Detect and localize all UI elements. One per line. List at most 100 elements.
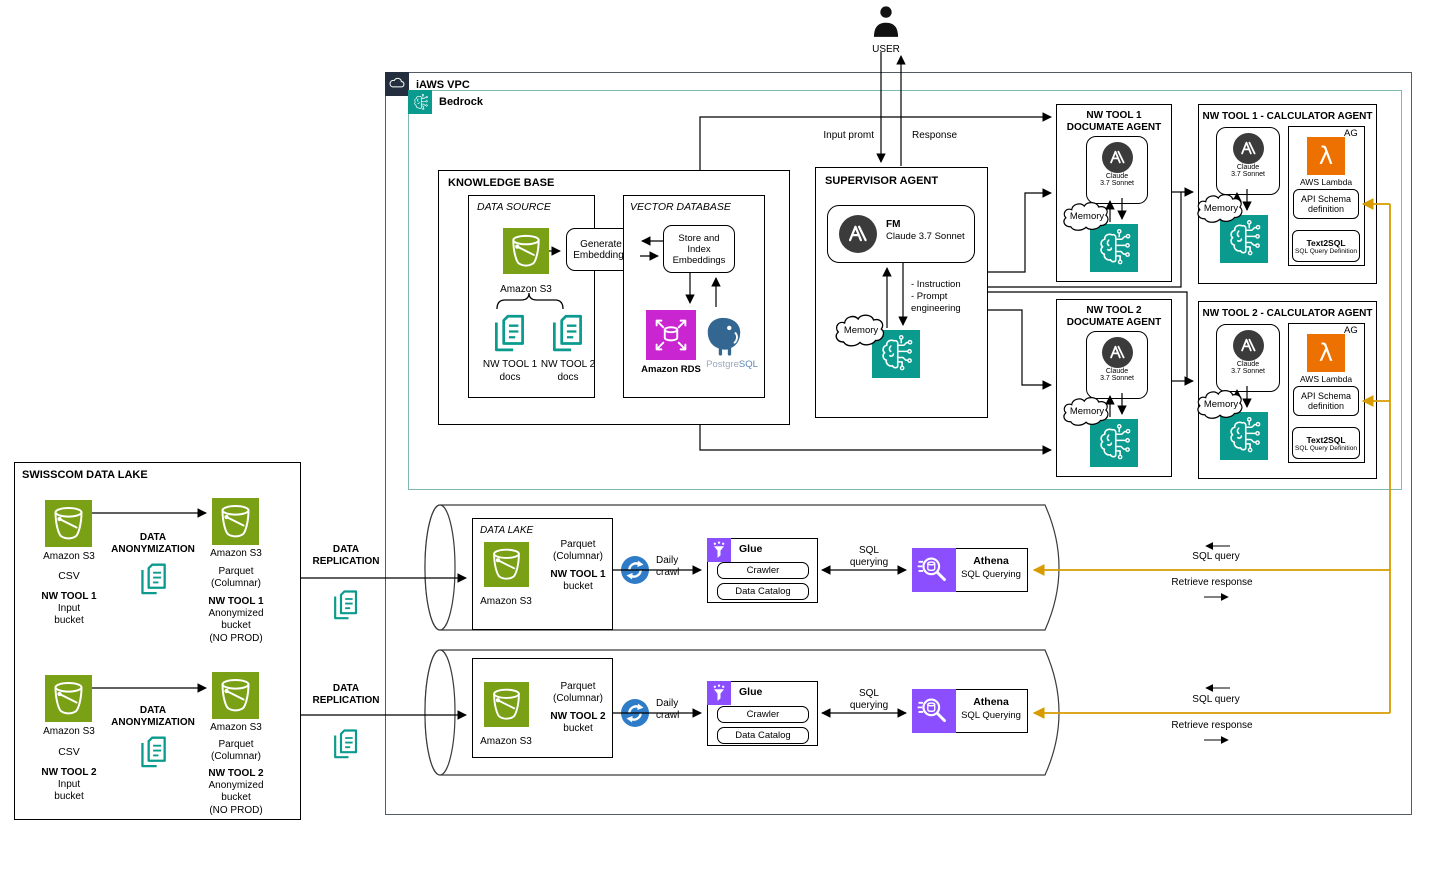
api-schema-line1: API Schema [1300, 194, 1352, 204]
bucket-name-label: NW TOOL 1 [208, 596, 264, 607]
glue-title: Glue [739, 543, 763, 555]
anthropic-logo-icon [1101, 142, 1133, 173]
daily-crawl-label: Daily [656, 555, 679, 566]
store-index-line2: Index [687, 243, 711, 255]
claude-chip: Claude 3.7 Sonnet [1086, 136, 1148, 204]
postgresql-icon [703, 314, 745, 358]
memory-cloud: Memory [1060, 198, 1114, 234]
aws-cloud-icon [385, 72, 409, 96]
bucket-sub-label: Anonymized [208, 608, 264, 619]
api-schema-line2: definition [1307, 401, 1345, 411]
bucket-sub-label: bucket [563, 581, 593, 592]
documate2-title-line2: DOCUMATE AGENT [1066, 317, 1162, 328]
bucket-sub-label: bucket [54, 791, 84, 802]
sql-querying-label: SQL [858, 545, 879, 556]
bucket-sub-label: bucket [54, 615, 84, 626]
data-catalog-label: Data Catalog [735, 730, 791, 741]
memory-label: Memory [1203, 398, 1239, 410]
bedrock-box [408, 90, 1402, 490]
daily-crawl-label: crawl [656, 710, 680, 721]
instruction-line1: - Instruction [911, 279, 961, 290]
text2sql-box: Text2SQL SQL Query Definition [1292, 427, 1360, 459]
memory-label: Memory [843, 324, 879, 336]
data-source-title: DATA SOURCE [477, 201, 551, 213]
retrieve-response-label: Retrieve response [1171, 577, 1253, 588]
swisscom-title: SWISSCOM DATA LAKE [22, 469, 148, 481]
claude-label: Claude [1105, 368, 1129, 375]
input-prompt-label: Input promt [823, 130, 874, 141]
fm-label: FM [886, 219, 901, 230]
no-prod-label: (NO PROD) [209, 633, 263, 644]
claude-version-label: 3.7 Sonnet [1100, 180, 1134, 187]
postgresql-label-a: Postgre [706, 359, 739, 370]
columnar-label: (Columnar) [552, 693, 603, 704]
data-replication-label: DATA [332, 544, 360, 555]
bucket-sub-label: bucket [563, 723, 593, 734]
documents-icon [138, 560, 170, 596]
bucket-sub-label: bucket [221, 792, 251, 803]
vpc-title: iAWS VPC [416, 79, 470, 91]
daily-crawl-label: crawl [656, 567, 680, 578]
memory-label: Memory [1069, 405, 1105, 417]
retrieve-response-label: Retrieve response [1171, 720, 1253, 731]
csv-label: CSV [58, 570, 80, 582]
glue-icon [707, 538, 731, 562]
sync-icon [621, 556, 649, 584]
documate1-title-line2: DOCUMATE AGENT [1066, 122, 1162, 133]
data-catalog-item: Data Catalog [717, 583, 809, 600]
s3-bucket-icon [212, 672, 259, 719]
bucket-name-label: NW TOOL 1 [550, 569, 606, 580]
memory-cloud: Memory [1194, 190, 1248, 226]
claude-chip: Claude 3.7 Sonnet [1216, 324, 1280, 392]
bucket-name-label: NW TOOL 2 [208, 768, 264, 779]
glue-icon [707, 681, 731, 705]
claude-label: Claude [1105, 173, 1129, 180]
columnar-label: (Columnar) [210, 578, 261, 589]
sql-querying-label: querying [849, 557, 889, 568]
store-index-embeddings-box: Store and Index Embeddings [663, 225, 735, 273]
aws-lambda-icon: λ [1307, 334, 1345, 372]
crawler-item: Crawler [717, 706, 809, 723]
supervisor-model-label: Claude 3.7 Sonnet [886, 231, 965, 242]
s3-label: Amazon S3 [210, 722, 262, 733]
user-label: USER [872, 44, 900, 55]
crawler-label: Crawler [746, 565, 780, 576]
docs1-label: NW TOOL 1 [482, 359, 538, 370]
parquet-label: Parquet [218, 739, 254, 750]
generate-embeddings-line1: Generate [580, 238, 622, 250]
calculator2-title: NW TOOL 2 - CALCULATOR AGENT [1202, 308, 1373, 319]
s3-label: Amazon S3 [210, 548, 262, 559]
docs2-label: NW TOOL 2 [540, 359, 596, 370]
svg-text:λ: λ [1319, 142, 1333, 170]
data-anonymization-label: ANONYMIZATION [111, 717, 195, 728]
aws-lambda-icon: λ [1307, 137, 1345, 175]
bucket-sub-label: Input [57, 779, 81, 790]
s3-bucket-icon [212, 498, 259, 545]
api-schema-line2: definition [1307, 204, 1345, 214]
vector-database-title: VECTOR DATABASE [630, 201, 731, 213]
bucket-name-label: NW TOOL 1 [41, 591, 97, 602]
anthropic-logo-icon [839, 215, 877, 253]
columnar-label: (Columnar) [552, 551, 603, 562]
documate2-title-line1: NW TOOL 2 [1086, 305, 1142, 316]
crawler-label: Crawler [746, 709, 780, 720]
crawler-item: Crawler [717, 562, 809, 579]
knowledge-base-title: KNOWLEDGE BASE [448, 177, 555, 189]
postgresql-label: PostgreSQL [696, 359, 768, 370]
anthropic-logo-icon [1232, 133, 1264, 164]
claude-chip: Claude 3.7 Sonnet [1216, 127, 1280, 195]
documents-icon [331, 587, 361, 621]
bedrock-title: Bedrock [439, 96, 484, 108]
instruction-line3: engineering [911, 303, 961, 314]
memory-label: Memory [1203, 202, 1239, 214]
aws-lambda-label: AWS Lambda [1299, 374, 1353, 384]
vpc-box [385, 72, 1412, 815]
bucket-sub-label: Anonymized [208, 780, 264, 791]
s3-bucket-icon [484, 542, 529, 587]
anthropic-logo-icon [1232, 330, 1264, 361]
bucket-name-label: NW TOOL 2 [550, 711, 606, 722]
s3-label: Amazon S3 [480, 736, 532, 747]
sql-querying-label: querying [849, 700, 889, 711]
s3-bucket-icon [45, 500, 92, 547]
claude-version-label: 3.7 Sonnet [1100, 375, 1134, 382]
